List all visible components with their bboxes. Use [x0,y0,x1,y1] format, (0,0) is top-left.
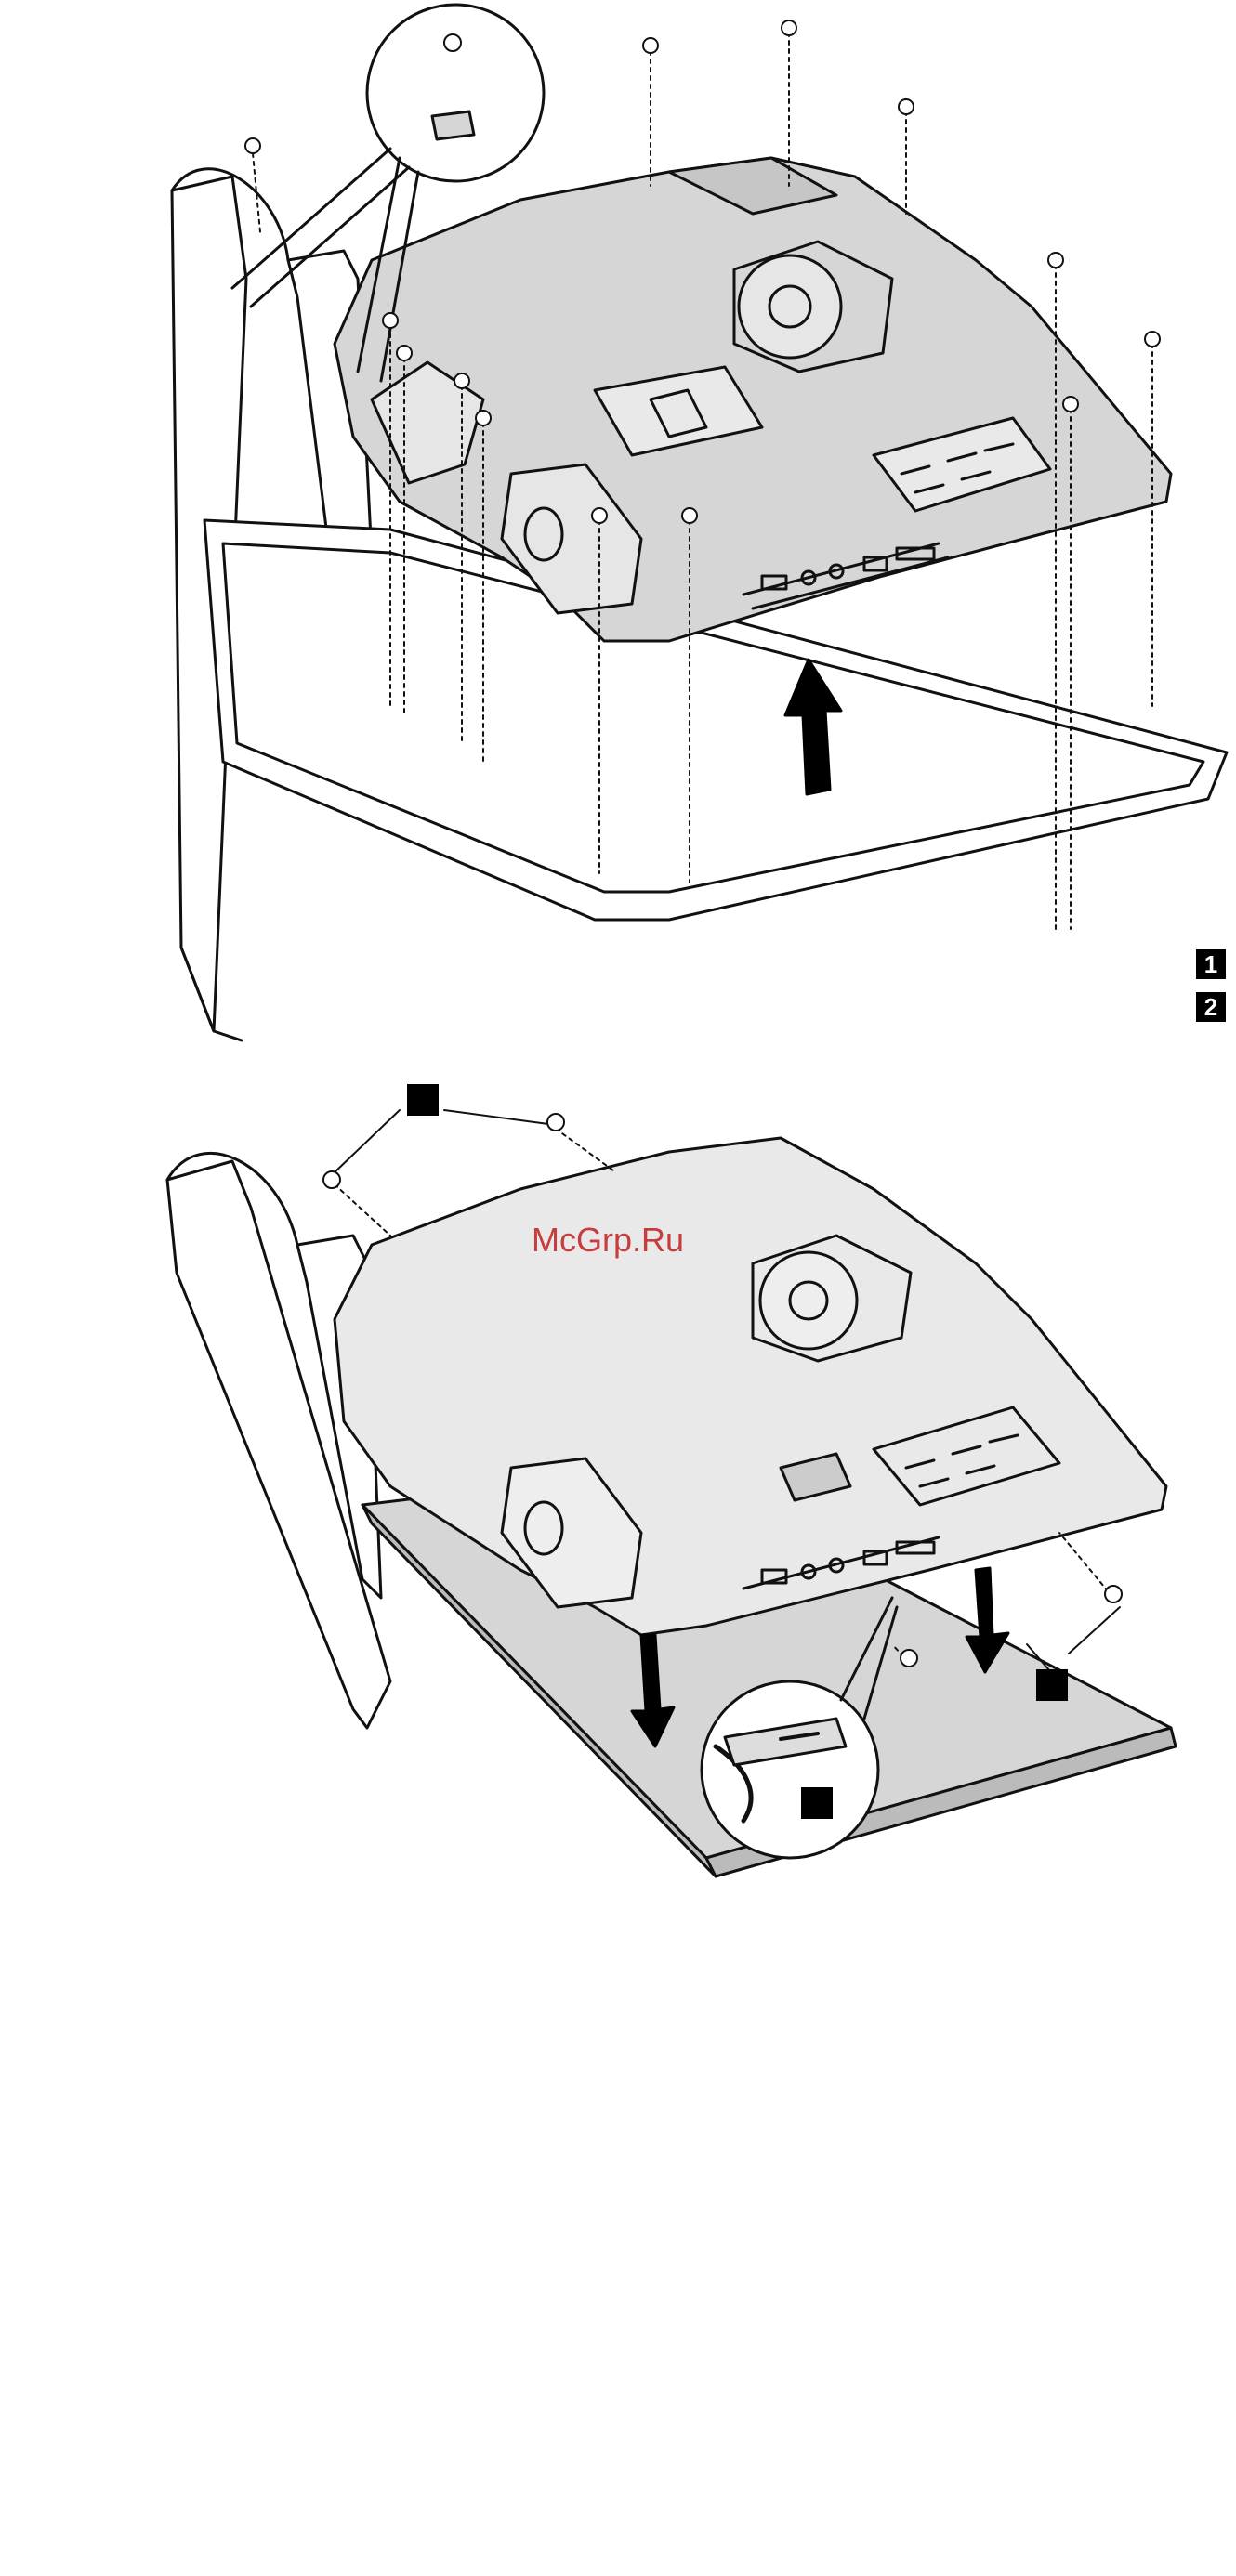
callout-marker-right [1036,1669,1068,1701]
step-label-2: 2 [1196,992,1226,1022]
fan [739,255,841,358]
callout-marker-magnifier [801,1787,833,1819]
cable-detail-magnifier [702,1681,878,1858]
watermark-text: McGrp.Ru [532,1221,684,1260]
detail-magnifier [367,5,544,181]
callout-marker-top [407,1084,439,1116]
figure-1 [172,5,1227,1040]
step-label-1: 1 [1196,949,1226,979]
